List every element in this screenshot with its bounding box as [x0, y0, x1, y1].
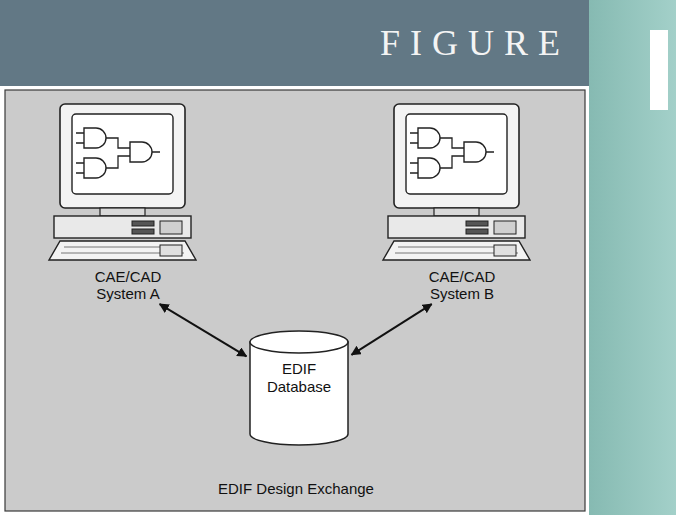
node-text: CAE/CAD System B — [416, 268, 508, 302]
system-label: CAE/CAD System B — [416, 268, 508, 302]
header-band — [0, 0, 589, 86]
panel-ground — [0, 86, 589, 515]
exchange-arrow — [160, 304, 247, 356]
database-cylinder: EDIF Database — [249, 330, 349, 446]
figure-title: FIGURE — [0, 0, 588, 86]
node-text: CAE/CAD System A — [82, 268, 174, 302]
figure-bar — [650, 30, 668, 110]
figure-caption: EDIF Design Exchange — [218, 480, 374, 498]
side-band — [589, 0, 676, 515]
system-label: CAE/CAD System A — [82, 268, 174, 302]
computer-b — [383, 104, 530, 260]
panel — [5, 90, 585, 511]
cylinder-body — [250, 342, 348, 445]
exchange-arrow — [352, 304, 432, 355]
node-text: EDIF Database — [249, 360, 349, 396]
computer-a — [49, 104, 196, 260]
cylinder-top — [250, 331, 348, 353]
